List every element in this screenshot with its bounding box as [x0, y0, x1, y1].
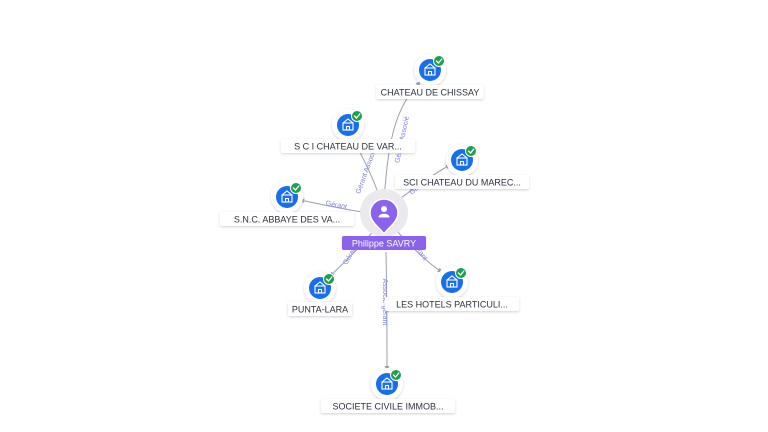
company-label-box: [320, 399, 456, 413]
company-name: S.N.C. ABBAYE DES VA...: [234, 215, 340, 225]
verified-check-icon: [351, 110, 363, 122]
verified-check-icon: [433, 55, 445, 67]
edge-label-sci_immo: Associé-gérant: [381, 279, 388, 326]
building-icon: [424, 63, 436, 76]
company-node-sci_immo[interactable]: SOCIETE CIVILE IMMOB...: [320, 368, 456, 413]
verified-check-icon: [290, 182, 302, 194]
verified-check-icon: [323, 273, 335, 285]
company-label-box: [376, 85, 484, 99]
center-person-node[interactable]: Philippe SAVRY: [341, 189, 427, 250]
company-node-abbaye[interactable]: S.N.C. ABBAYE DES VA...: [219, 181, 355, 226]
center-label-box: [341, 236, 427, 250]
company-label-box: [394, 175, 530, 189]
center-person-name: Philippe SAVRY: [352, 239, 416, 249]
edge-hotels: [393, 227, 443, 273]
building-icon: [281, 190, 293, 203]
building-icon: [446, 275, 458, 288]
building-icon: [314, 281, 326, 294]
company-name: SOCIETE CIVILE IMMOB...: [332, 402, 443, 412]
company-name: LES HOTELS PARTICULI...: [396, 300, 508, 310]
company-label-box: [219, 212, 355, 226]
person-icon: [378, 206, 390, 218]
nodes: CHATEAU DE CHISSAY S C I CHATEAU DE VAR..…: [219, 54, 530, 413]
company-label-box: [280, 139, 416, 153]
company-name: SCI CHATEAU DU MAREC...: [403, 178, 521, 188]
company-node-punta[interactable]: PUNTA-LARA: [288, 272, 352, 316]
company-name: PUNTA-LARA: [292, 305, 348, 315]
company-node-varenne[interactable]: S C I CHATEAU DE VAR...: [280, 109, 416, 153]
company-name: CHATEAU DE CHISSAY: [381, 88, 480, 98]
verified-check-icon: [390, 369, 402, 381]
building-icon: [456, 153, 468, 166]
company-label-box: [288, 302, 352, 316]
company-node-hotels[interactable]: LES HOTELS PARTICULI...: [384, 266, 520, 311]
company-node-marec[interactable]: SCI CHATEAU DU MAREC...: [394, 144, 530, 189]
verified-check-icon: [465, 145, 477, 157]
building-icon: [381, 377, 393, 390]
edge-label-varenne: Gérant Associé: [355, 148, 378, 195]
building-icon: [342, 118, 354, 131]
edge-sci_immo: [384, 251, 390, 371]
edge-label-abbaye: Gérant: [325, 200, 347, 211]
company-name: S C I CHATEAU DE VAR...: [294, 142, 402, 152]
company-label-box: [384, 297, 520, 311]
verified-check-icon: [455, 267, 467, 279]
company-node-chissay[interactable]: CHATEAU DE CHISSAY: [376, 54, 484, 99]
